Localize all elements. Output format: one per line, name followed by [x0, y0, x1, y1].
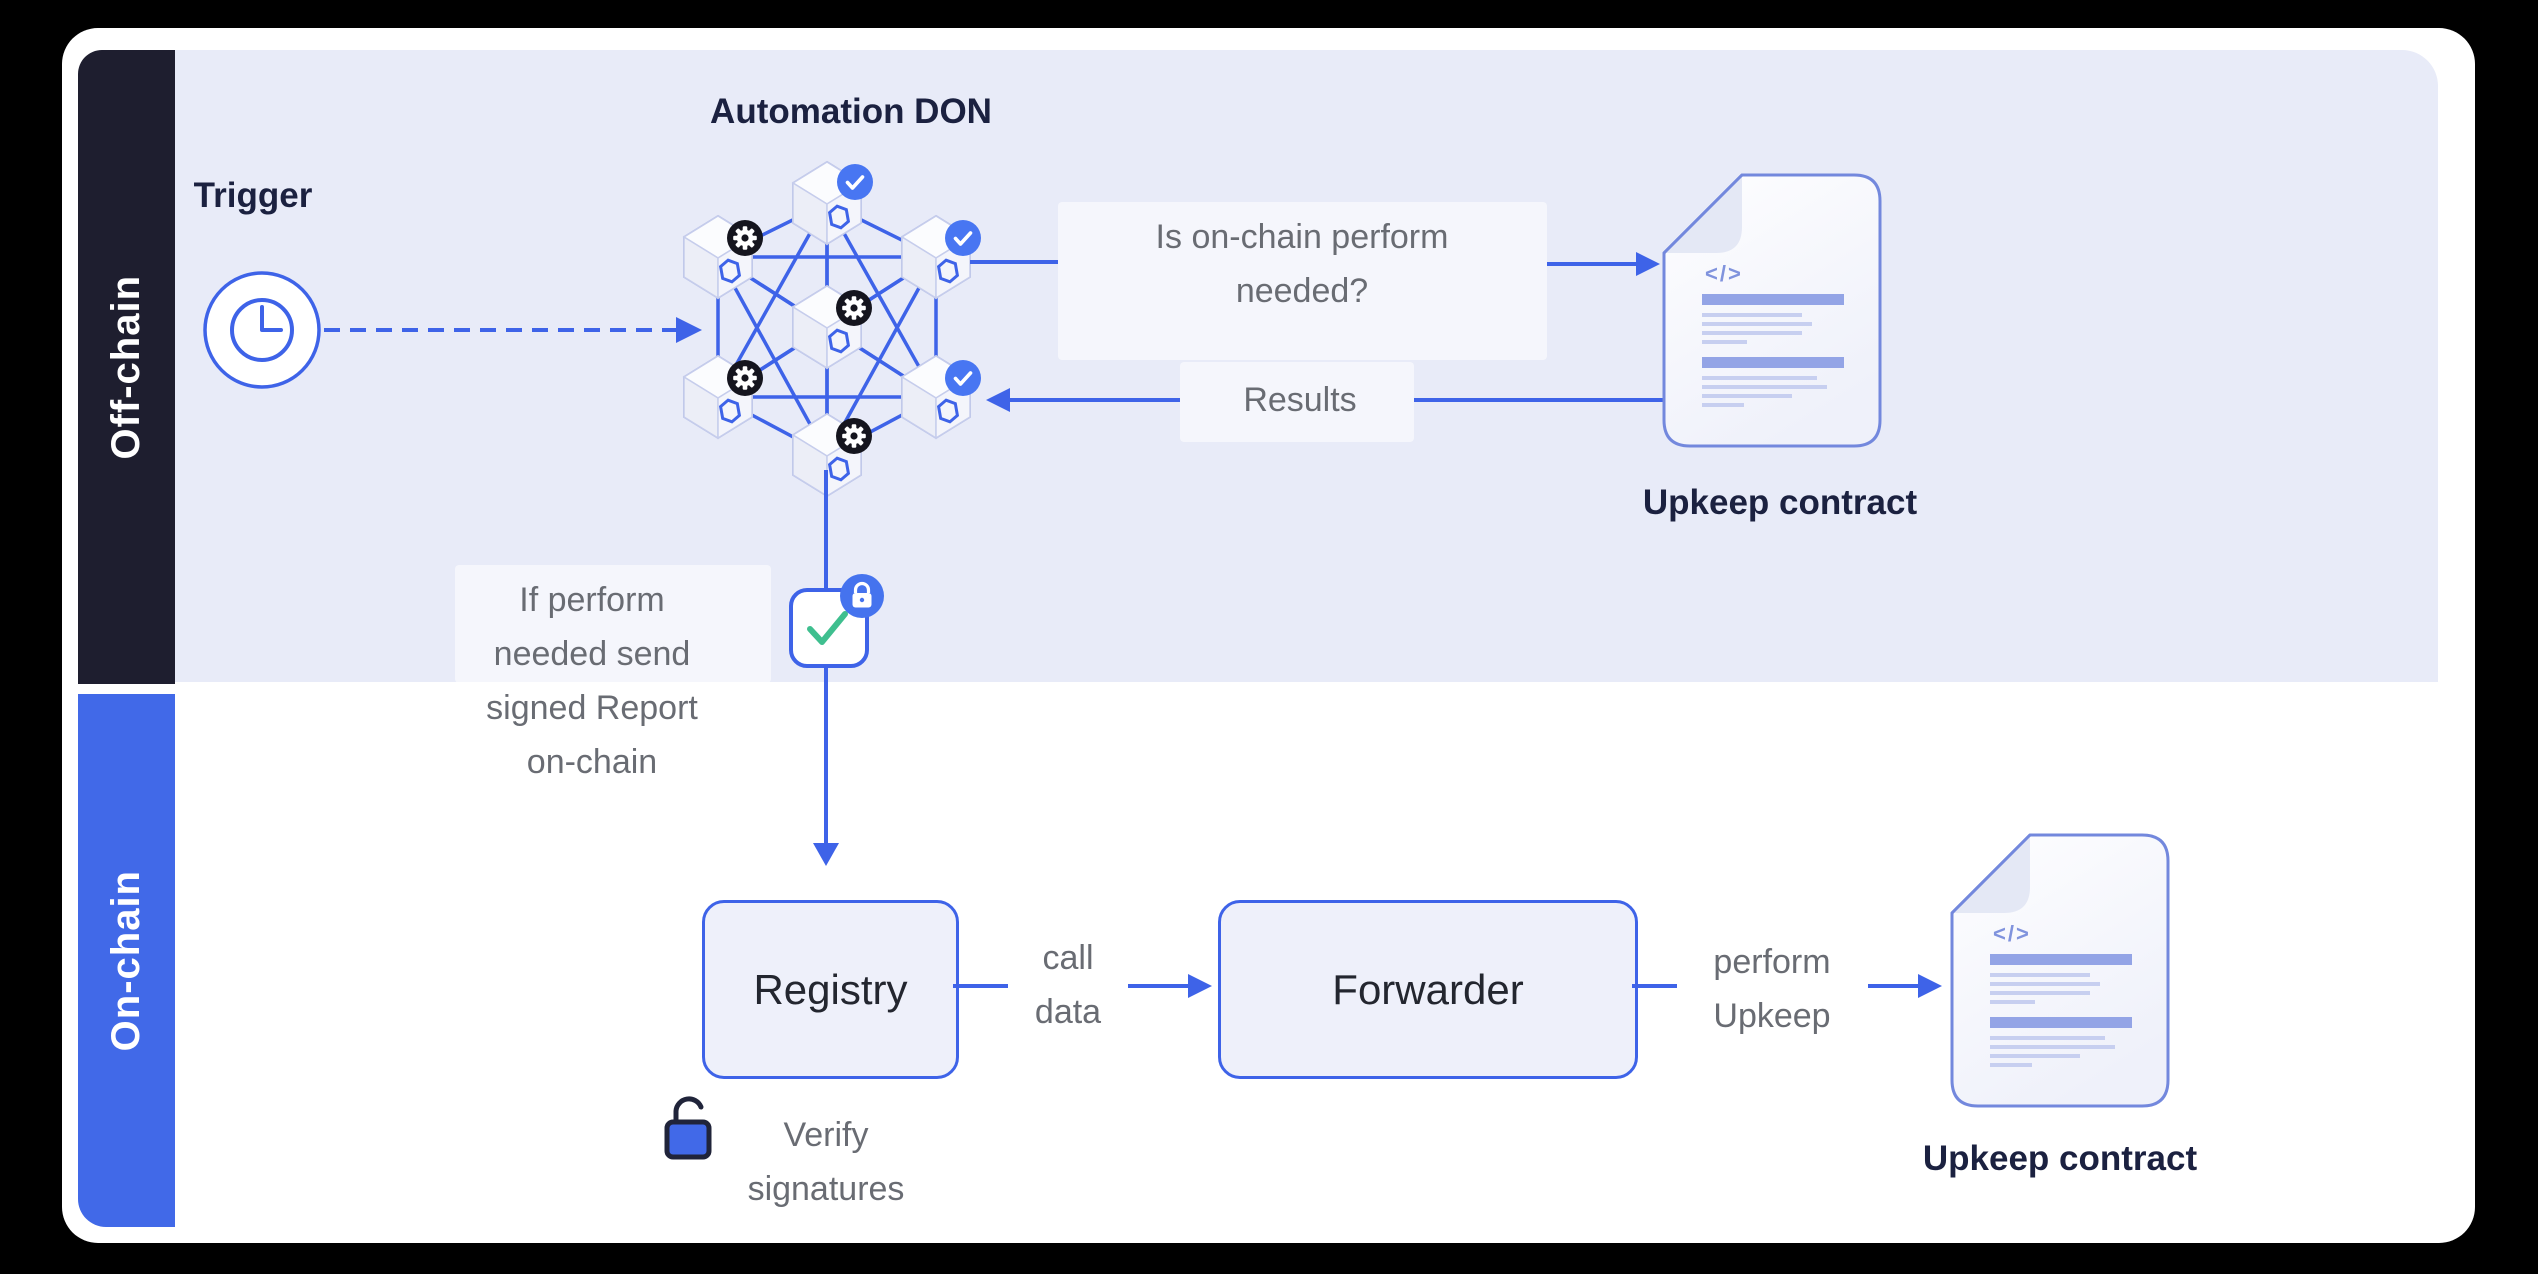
upkeep-contract-top-label: Upkeep contract	[1642, 483, 1918, 522]
question-label: Is on-chain perform needed?	[1155, 218, 1449, 310]
upkeep-contract-bottom-label: Upkeep contract	[1922, 1139, 2198, 1178]
report-label: If perform needed send signed Report on-…	[486, 581, 698, 781]
call-data-label: call data	[1034, 939, 1102, 1031]
sidebar-offchain: Off-chain	[78, 50, 175, 684]
registry-label: Registry	[753, 965, 908, 1013]
don-title: Automation DON	[710, 92, 992, 131]
verify-signatures-label: Verify signatures	[747, 1116, 905, 1208]
forwarder-box: Forwarder	[1218, 900, 1638, 1079]
code-icon: </>	[1993, 921, 2031, 946]
forwarder-label: Forwarder	[1332, 965, 1524, 1013]
results-label-plate	[1180, 362, 1414, 442]
perform-upkeep-label: perform Upkeep	[1713, 943, 1831, 1035]
results-label: Results	[1243, 381, 1357, 419]
offchain-section-label: Off-chain	[104, 274, 148, 460]
report-label-plate	[455, 565, 771, 683]
trigger-label: Trigger	[193, 176, 313, 215]
code-icon: </>	[1705, 261, 1743, 286]
question-label-plate	[1058, 202, 1547, 360]
registry-box: Registry	[702, 900, 959, 1079]
onchain-section-label: On-chain	[104, 869, 148, 1052]
sidebar-onchain: On-chain	[78, 694, 175, 1227]
